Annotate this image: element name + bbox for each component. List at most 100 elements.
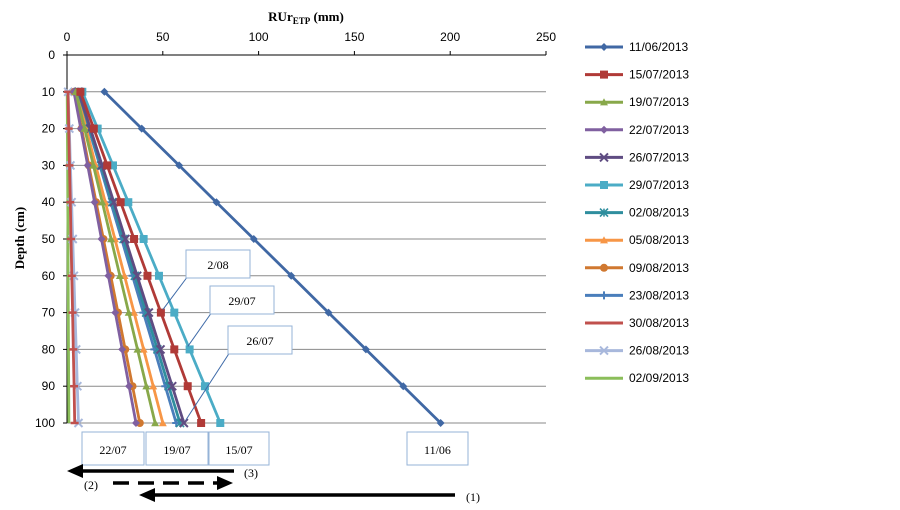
point-3-60 [104, 271, 113, 280]
series-line-0 [103, 90, 442, 424]
point-0-50 [249, 235, 258, 243]
point-3-100 [131, 419, 140, 427]
bottom-box-label-2: 15/07 [225, 443, 252, 457]
point-1-40 [116, 198, 125, 207]
point-2-40 [98, 198, 107, 206]
callout-leader-1 [187, 311, 213, 347]
arrow-3-label: (3) [244, 466, 258, 480]
point-1-20 [89, 124, 98, 133]
legend-label-12: 02/09/2013 [629, 371, 689, 385]
point-4-90 [167, 381, 177, 391]
legend-label-4: 26/07/2013 [629, 150, 689, 164]
callout-box-1 [209, 285, 275, 315]
legend-label-1: 15/07/2013 [629, 68, 689, 82]
bottom-box-label-1: 19/07 [163, 443, 190, 457]
point-0-20 [137, 124, 146, 133]
point-5-80 [185, 345, 194, 354]
legend-label-6: 02/08/2013 [629, 206, 689, 220]
legend-label-3: 22/07/2013 [629, 123, 689, 137]
series-02/09/2013 [65, 91, 71, 424]
y-tick-label-80: 80 [42, 342, 56, 356]
point-2-20 [80, 124, 89, 132]
y-tick-label-40: 40 [42, 195, 56, 209]
point-5-70 [170, 308, 179, 317]
series-line-1 [79, 91, 203, 424]
callout-label-1: 29/07 [228, 294, 255, 308]
point-0-30 [175, 161, 184, 170]
grid-lines [67, 54, 546, 424]
legend-marker-8 [600, 263, 608, 272]
series-15/07/2013 [76, 87, 206, 427]
point-0-70 [324, 308, 333, 317]
point-7-70 [130, 308, 139, 316]
series-line-10 [66, 91, 77, 424]
y-tick-label-70: 70 [42, 306, 56, 320]
x-tick-label-100: 100 [249, 30, 269, 44]
x-tick-label-50: 50 [156, 30, 170, 44]
x-axis-title-main: RUr [268, 9, 293, 24]
y-tick-label-20: 20 [42, 122, 56, 136]
point-2-90 [142, 382, 151, 390]
x-axis-title-unit: (mm) [310, 9, 344, 24]
callout-label-0: 2/08 [207, 258, 228, 272]
point-1-70 [156, 308, 165, 317]
point-5-60 [154, 271, 163, 280]
point-3-90 [125, 382, 134, 391]
point-3-50 [97, 235, 106, 243]
arrow-2-label: (2) [84, 478, 98, 492]
arrow-1-head [139, 488, 155, 502]
point-3-70 [111, 308, 120, 317]
point-4-70 [144, 307, 154, 318]
point-1-10 [76, 87, 85, 96]
point-5-90 [200, 382, 209, 391]
point-0-60 [287, 271, 296, 280]
legend-label-10: 30/08/2013 [629, 316, 689, 330]
point-5-100 [216, 419, 225, 427]
callout-leader-2 [185, 351, 231, 421]
point-1-60 [143, 271, 152, 280]
point-2-70 [124, 308, 133, 316]
legend-marker-4 [599, 152, 609, 163]
point-5-50 [139, 235, 148, 243]
legend-marker-5 [600, 181, 608, 189]
legend-label-9: 23/08/2013 [629, 288, 689, 302]
legend-label-7: 05/08/2013 [629, 233, 689, 247]
bottom-box-2 [208, 431, 270, 466]
y-tick-label-100: 100 [35, 416, 55, 430]
arrow-2-head [217, 476, 233, 490]
point-4-50 [120, 234, 131, 244]
point-0-100 [436, 419, 445, 427]
arrow-3-head [67, 464, 83, 478]
y-tick-label-10: 10 [42, 85, 56, 99]
x-axis-title: RUrETP (mm) [268, 9, 344, 26]
legend: 11/06/201315/07/201319/07/201322/07/2013… [585, 40, 689, 385]
callout-box-0 [185, 249, 251, 279]
x-tick-label-150: 150 [344, 30, 364, 44]
point-2-60 [115, 271, 124, 279]
x-axis-title-sub: ETP [293, 16, 311, 26]
callout-label-2: 26/07 [246, 334, 273, 348]
point-4-100 [179, 418, 189, 428]
legend-label-5: 29/07/2013 [629, 178, 689, 192]
legend-label-8: 09/08/2013 [629, 261, 689, 275]
series-line-12 [65, 91, 71, 424]
point-7-80 [139, 345, 148, 353]
bottom-box-1 [145, 431, 209, 466]
y-tick-label-0: 0 [48, 48, 55, 62]
legend-marker-3 [600, 125, 608, 134]
point-4-80 [155, 344, 166, 355]
point-1-90 [183, 382, 192, 391]
point-3-30 [83, 161, 92, 170]
callout-box-2 [227, 325, 293, 355]
point-3-40 [90, 198, 99, 207]
point-4-40 [109, 197, 119, 207]
legend-label-2: 19/07/2013 [629, 95, 689, 109]
legend-marker-11 [599, 345, 609, 356]
legend-label-11: 26/08/2013 [629, 344, 689, 358]
point-1-30 [103, 161, 112, 170]
point-2-50 [107, 235, 116, 243]
point-4-60 [132, 271, 142, 281]
series-11/06/2013 [100, 87, 445, 427]
